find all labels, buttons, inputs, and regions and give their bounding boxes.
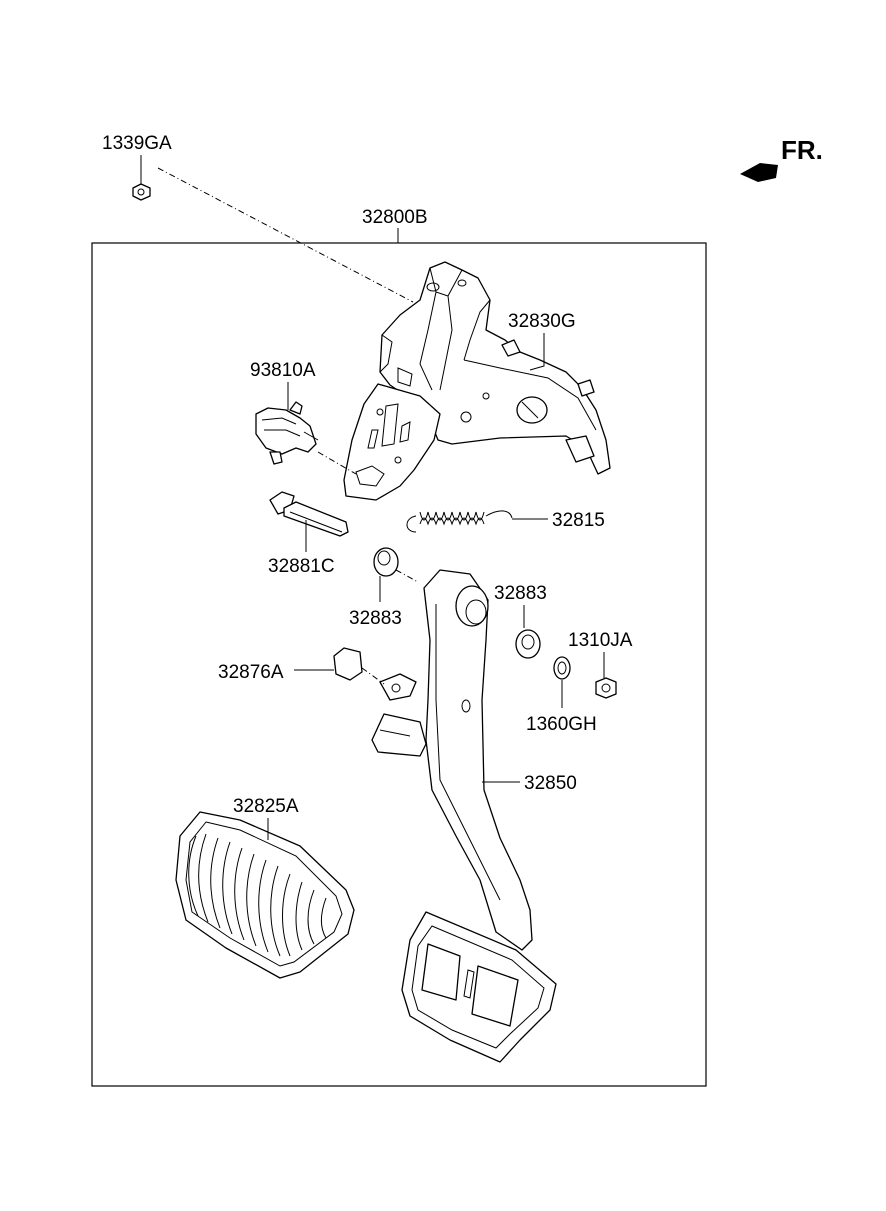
label-32850: 32850 <box>524 773 577 794</box>
nut-1310JA <box>595 677 617 699</box>
bushing-32883-right <box>515 629 541 659</box>
label-32876A: 32876A <box>218 662 284 683</box>
stopper-plate <box>343 383 441 501</box>
assembly-frame <box>91 242 707 1087</box>
front-arrow-icon <box>740 163 778 182</box>
washer-1360GH <box>553 656 571 680</box>
label-32815: 32815 <box>552 510 605 531</box>
label-32883-left: 32883 <box>349 608 402 629</box>
stopper-32876A <box>333 647 363 681</box>
pedal-pad-on-arm <box>401 911 557 1063</box>
stop-lamp-switch-93810A <box>255 401 319 465</box>
return-spring-32815 <box>406 510 513 533</box>
pedal-pad-cover-32825A <box>175 811 355 979</box>
label-1360GH: 1360GH <box>526 714 597 735</box>
label-93810A: 93810A <box>250 360 316 381</box>
label-32825A: 32825A <box>233 796 299 817</box>
front-direction-indicator: FR. <box>740 135 823 182</box>
label-1310JA: 1310JA <box>568 630 633 651</box>
bushing-32883-left <box>373 547 399 577</box>
label-1339GA: 1339GA <box>102 133 172 154</box>
brake-pedal-arm-32850 <box>371 569 533 951</box>
label-32830G: 32830G <box>508 311 576 332</box>
label-32883-right: 32883 <box>494 583 547 604</box>
label-32881C: 32881C <box>268 556 335 577</box>
nut-1339GA <box>132 183 151 201</box>
pivot-bolt-32881C <box>269 491 349 537</box>
pad-ribs <box>188 833 327 957</box>
front-direction-label: FR. <box>781 135 823 165</box>
label-32800B: 32800B <box>362 207 428 228</box>
